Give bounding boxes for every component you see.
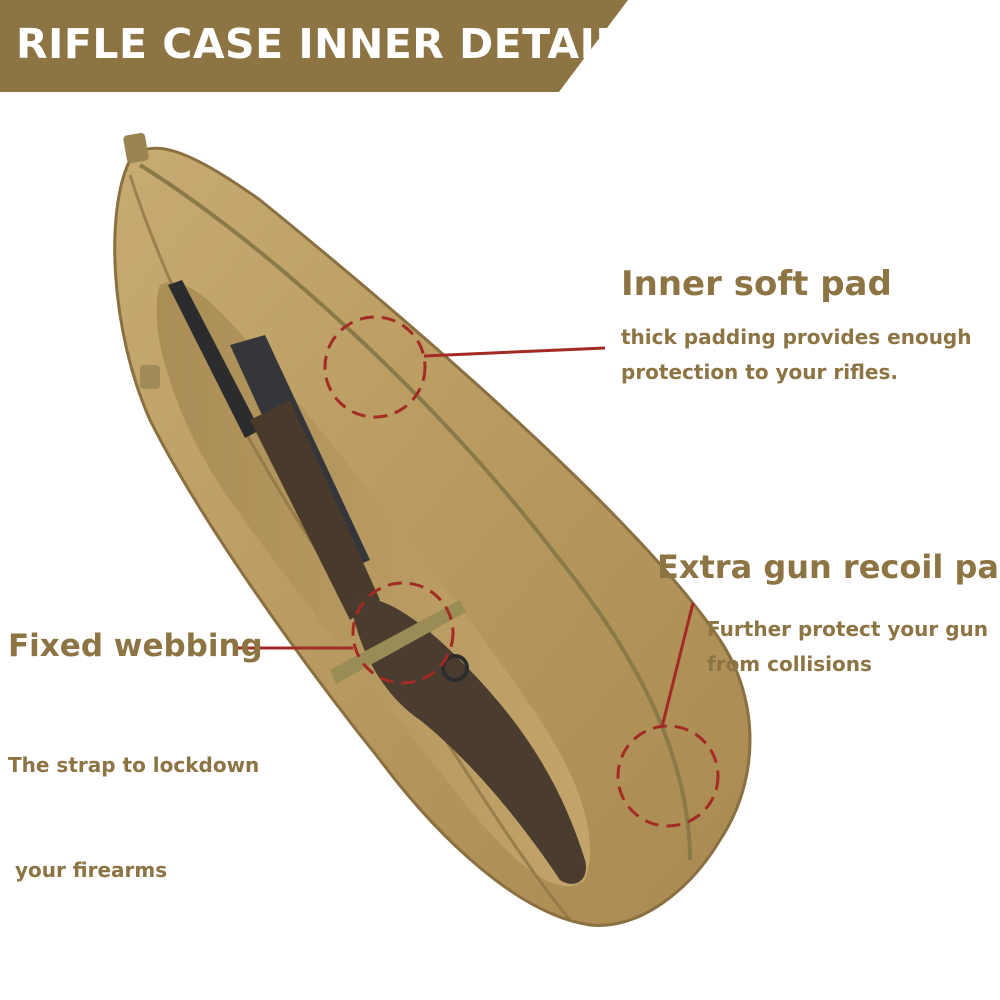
webbing-desc-line: your firearms (8, 858, 168, 882)
zipper-seam (138, 163, 692, 861)
webbing-title: Fixed webbing (8, 628, 263, 664)
recoil-pad-desc-line: from collisions (707, 652, 872, 676)
inner-pad-desc-line: protection to your rifles. (621, 360, 898, 384)
rifle-forestock (250, 400, 380, 620)
top-tab (123, 132, 149, 164)
side-buckle (140, 365, 160, 389)
banner-title: RIFLE CASE INNER DETAILS (16, 20, 653, 68)
rifle-barrel (168, 280, 260, 438)
recoil-pad-title: Extra gun recoil pad (657, 548, 1000, 586)
case-shell (113, 146, 752, 927)
inner-pad-desc: thick padding provides enough protection… (621, 320, 972, 390)
recoil-pad-desc: Further protect your gun from collisions (707, 612, 988, 682)
recoil-pad-desc-line: Further protect your gun (707, 617, 989, 641)
webbing-desc-line: The strap to lockdown (8, 753, 260, 777)
recoil-pad-leader (660, 602, 695, 728)
inner-pad-circle (323, 315, 427, 419)
webbing-circle (351, 581, 455, 685)
inner-pad-title: Inner soft pad (621, 264, 892, 304)
trigger-guard (441, 654, 469, 682)
header-banner (0, 0, 628, 92)
rifle-stock (350, 598, 586, 884)
inner-pad-leader (423, 346, 606, 358)
inner-pad-desc-line: thick padding provides enough (621, 325, 972, 349)
recoil-pad-circle (616, 724, 720, 828)
webbing-desc: The strap to lockdown your firearms (8, 678, 259, 923)
webbing-strap (330, 600, 466, 684)
